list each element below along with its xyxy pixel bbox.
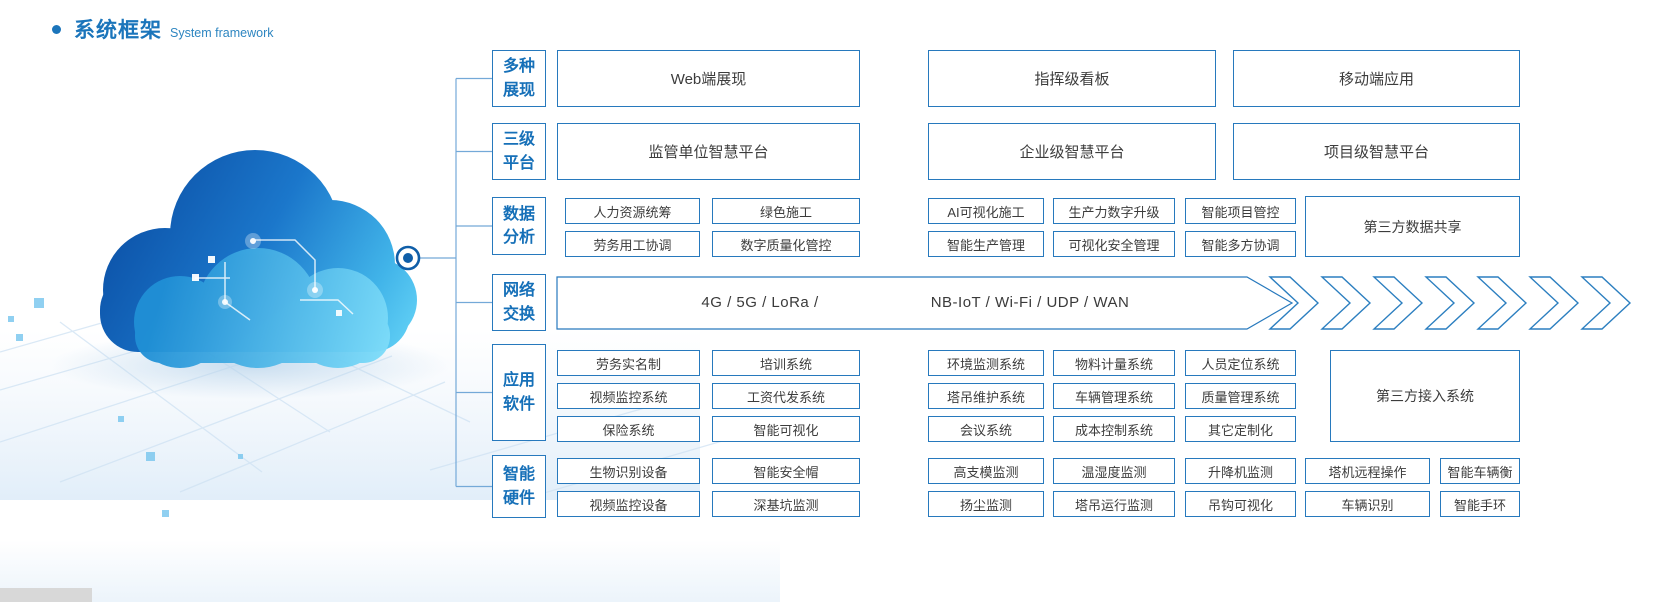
cloud-body (0, 150, 417, 368)
box-software-item: 车辆管理系统 (1053, 383, 1175, 409)
box-software-item: 智能可视化 (712, 416, 860, 442)
circuit-nodes (0, 233, 342, 316)
row-label-display: 多种 展现 (492, 50, 546, 107)
box-regulator-platform: 监管单位智慧平台 (557, 123, 860, 180)
box-hardware-item: 智能车辆衡 (1440, 458, 1520, 484)
box-software-item: 视频监控系统 (557, 383, 700, 409)
row-label-platforms: 三级 平台 (492, 123, 546, 180)
box-software-item: 保险系统 (557, 416, 700, 442)
box-web-display: Web端展现 (557, 50, 860, 107)
box-hardware-item: 视频监控设备 (557, 491, 700, 517)
box-data-item: 智能项目管控 (1185, 198, 1296, 224)
box-third-party-access-system: 第三方接入系统 (1330, 350, 1520, 442)
box-hardware-item: 塔吊运行监测 (1053, 491, 1175, 517)
box-hardware-item: 智能安全帽 (712, 458, 860, 484)
row-label-software: 应用 软件 (492, 344, 546, 441)
box-hardware-item: 吊钩可视化 (1185, 491, 1296, 517)
bottom-left-grey-bar (0, 588, 92, 602)
box-data-item: 数字质量化管控 (712, 231, 860, 257)
box-data-item: AI可视化施工 (928, 198, 1044, 224)
box-data-item: 生产力数字升级 (1053, 198, 1175, 224)
box-hardware-item: 深基坑监测 (712, 491, 860, 517)
box-project-platform: 项目级智慧平台 (1233, 123, 1520, 180)
box-enterprise-platform: 企业级智慧平台 (928, 123, 1216, 180)
box-data-item: 智能生产管理 (928, 231, 1044, 257)
page-title-en: System framework (170, 26, 274, 40)
box-software-item: 工资代发系统 (712, 383, 860, 409)
box-software-item: 其它定制化 (1185, 416, 1296, 442)
row-label-hardware: 智能 硬件 (492, 455, 546, 518)
box-software-item: 人员定位系统 (1185, 350, 1296, 376)
box-hardware-item: 车辆识别 (1305, 491, 1430, 517)
box-software-item: 环境监测系统 (928, 350, 1044, 376)
box-command-board: 指挥级看板 (928, 50, 1216, 107)
row-label-network: 网络 交换 (492, 274, 546, 331)
flow-chevrons-icon (1268, 276, 1632, 330)
floor-tint (0, 540, 780, 602)
box-software-item: 质量管理系统 (1185, 383, 1296, 409)
box-data-item: 可视化安全管理 (1053, 231, 1175, 257)
box-hardware-item: 生物识别设备 (557, 458, 700, 484)
box-software-item: 物料计量系统 (1053, 350, 1175, 376)
box-data-item: 人力资源统筹 (565, 198, 700, 224)
box-software-item: 塔吊维护系统 (928, 383, 1044, 409)
box-hardware-item: 智能手环 (1440, 491, 1520, 517)
box-hardware-item: 温湿度监测 (1053, 458, 1175, 484)
box-data-item: 劳务用工协调 (565, 231, 700, 257)
box-hardware-item: 高支模监测 (928, 458, 1044, 484)
box-software-item: 培训系统 (712, 350, 860, 376)
box-mobile-app: 移动端应用 (1233, 50, 1520, 107)
box-hardware-item: 升降机监测 (1185, 458, 1296, 484)
box-data-item: 智能多方协调 (1185, 231, 1296, 257)
box-software-item: 成本控制系统 (1053, 416, 1175, 442)
row-label-data: 数据 分析 (492, 197, 546, 255)
box-software-item: 会议系统 (928, 416, 1044, 442)
page-title-zh: 系统框架 (74, 19, 162, 42)
bullet-dot-icon (52, 24, 61, 34)
box-third-party-data-sharing: 第三方数据共享 (1305, 196, 1520, 257)
box-hardware-item: 塔机远程操作 (1305, 458, 1430, 484)
box-data-item: 绿色施工 (712, 198, 860, 224)
network-protocols-right: NB-IoT / Wi-Fi / UDP / WAN (930, 294, 1130, 311)
network-protocols-left: 4G / 5G / LoRa / (701, 294, 819, 311)
page-title: 系统框架 System framework (52, 14, 274, 44)
box-hardware-item: 扬尘监测 (928, 491, 1044, 517)
box-software-item: 劳务实名制 (557, 350, 700, 376)
